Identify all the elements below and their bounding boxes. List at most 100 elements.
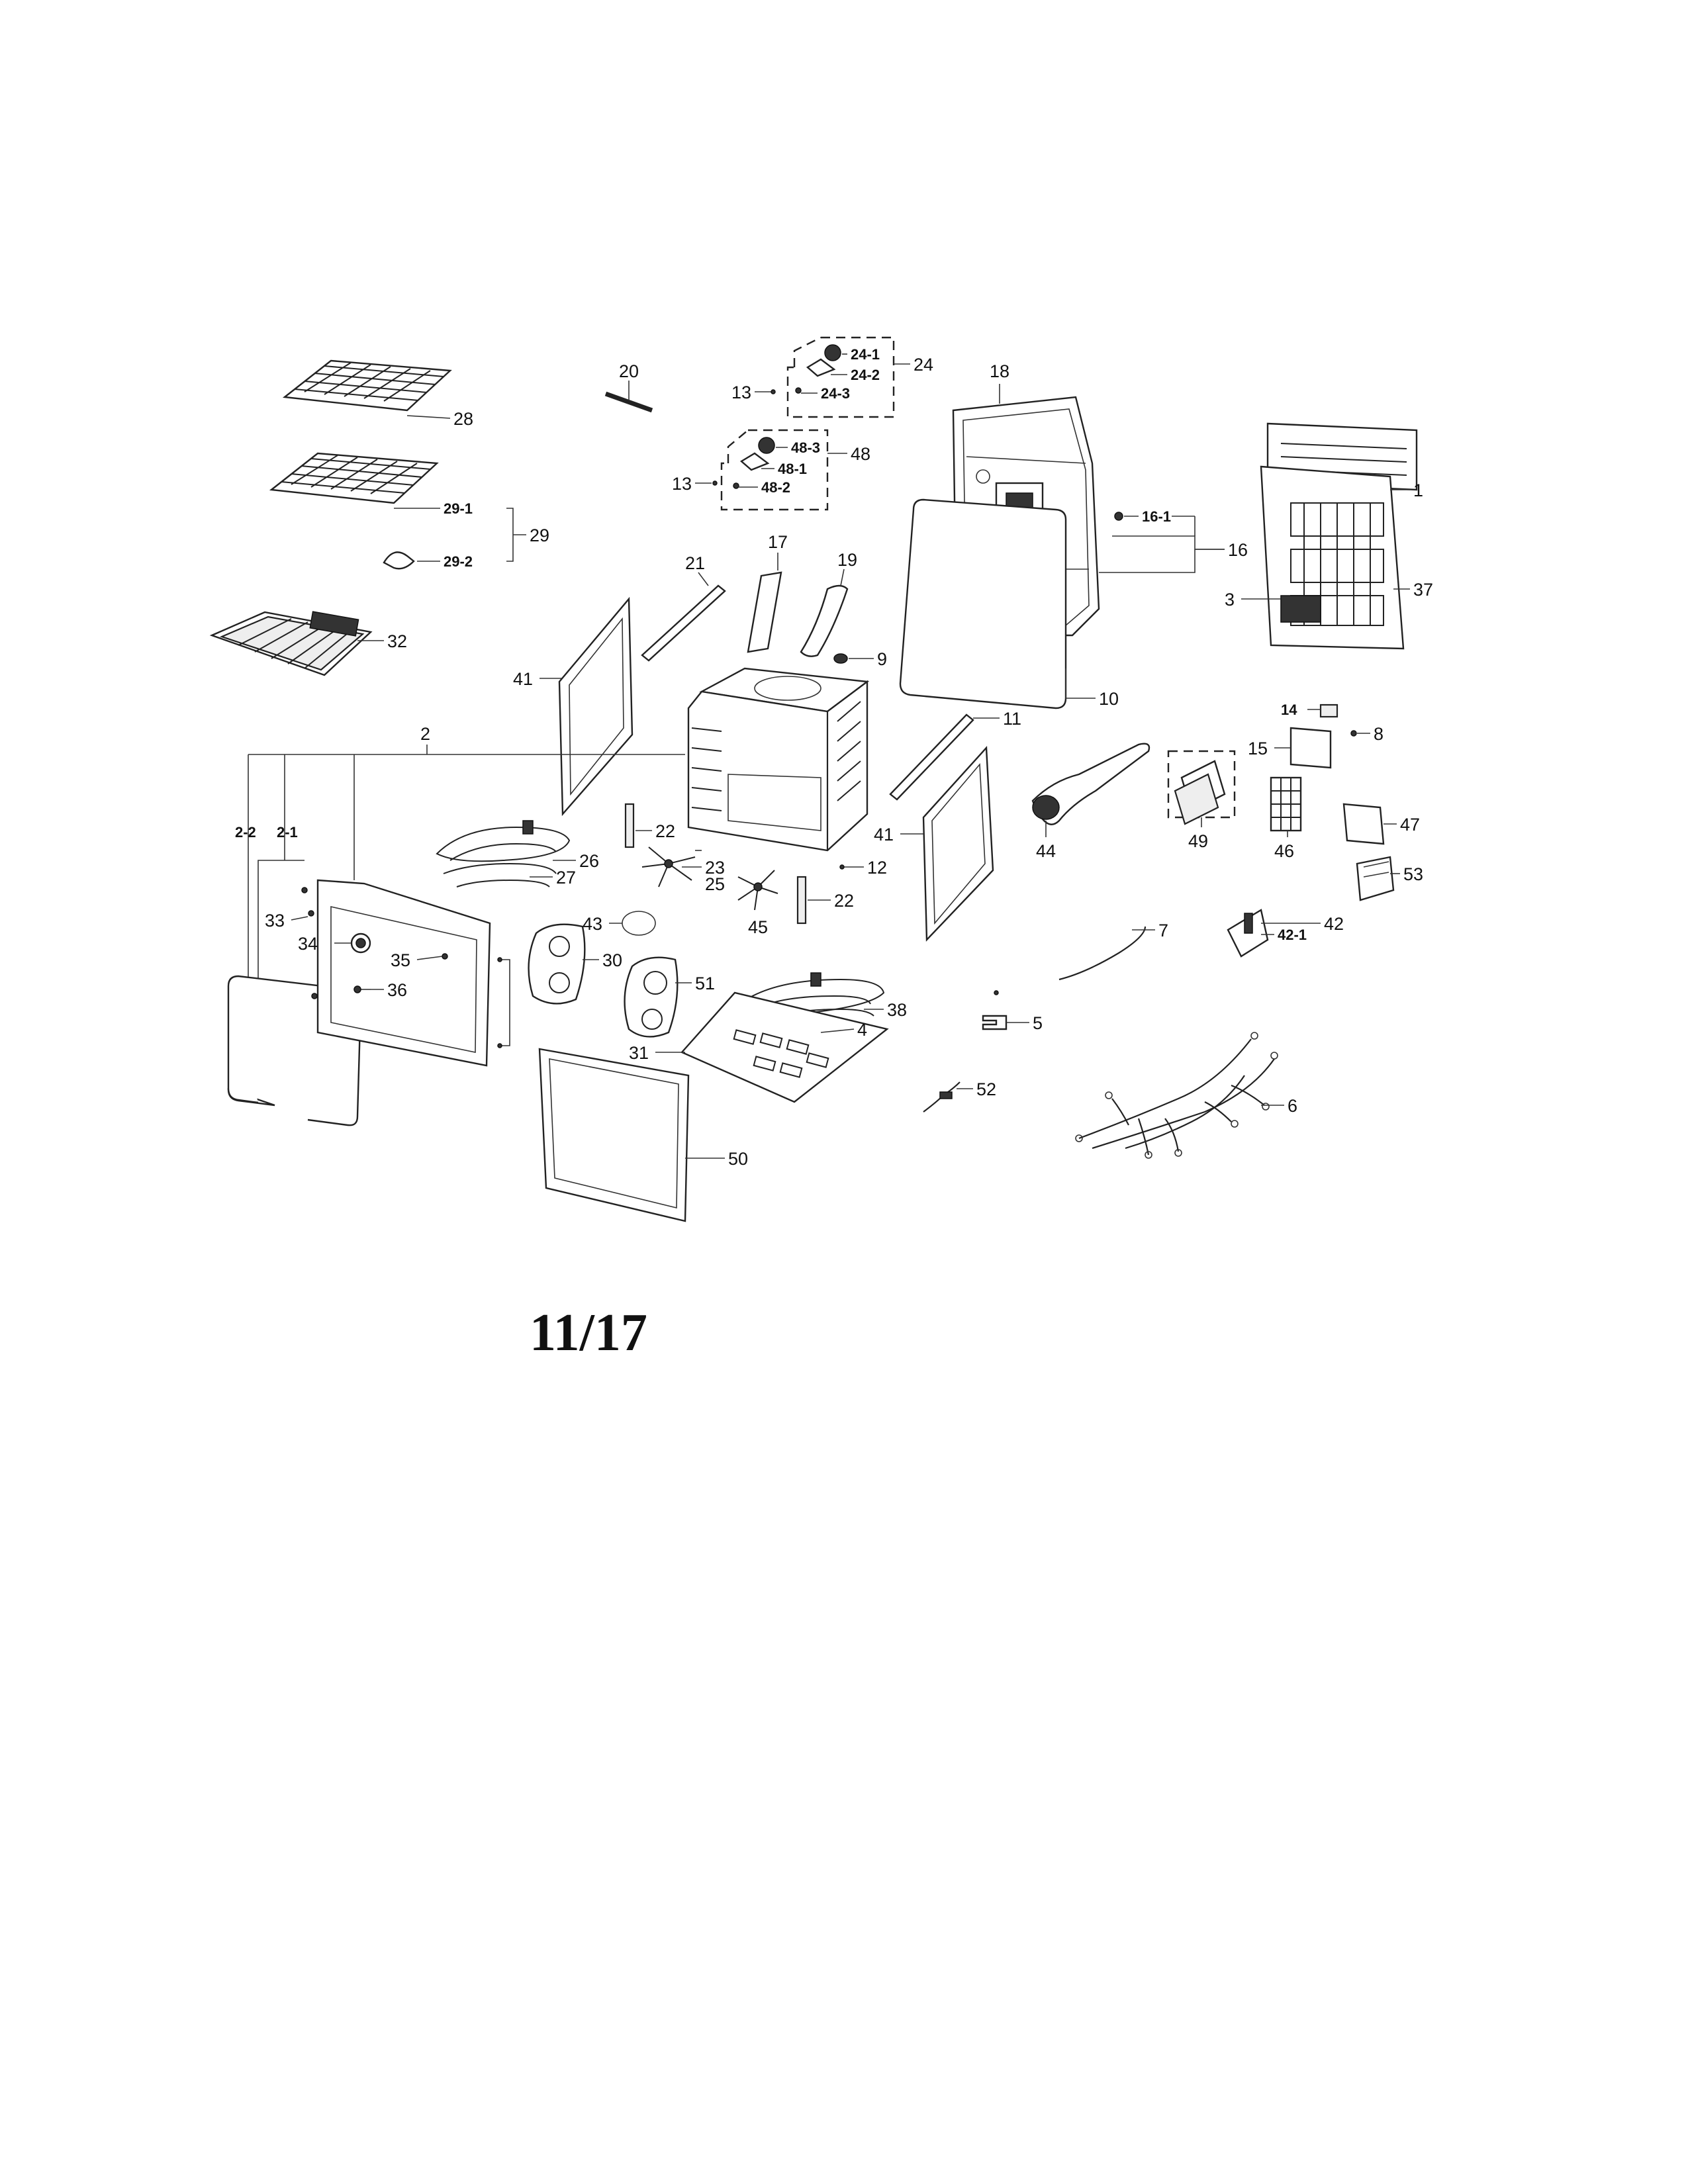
vent-duct-44 <box>1031 743 1150 837</box>
callout-53: 53 <box>1403 864 1423 884</box>
callout-48-3: 48-3 <box>791 439 820 456</box>
callout-49: 49 <box>1188 831 1208 851</box>
oven-floor-31 <box>680 991 889 1103</box>
callout-21: 21 <box>685 553 705 573</box>
oven-cavity <box>687 667 870 852</box>
callout-20: 20 <box>619 361 639 381</box>
bracket-16 <box>1099 512 1225 573</box>
callout-23: 23 <box>705 858 725 878</box>
filter-46 <box>1270 776 1302 837</box>
page-number: 11/17 <box>530 1304 647 1362</box>
callout-35: 35 <box>391 950 410 970</box>
callout-15: 15 <box>1248 739 1268 758</box>
screw-8 <box>1350 730 1370 737</box>
callout-24-3: 24-3 <box>821 385 850 402</box>
part-14 <box>1307 704 1338 718</box>
callout-31: 31 <box>629 1043 649 1063</box>
rod-20 <box>604 391 653 413</box>
callout-17: 17 <box>768 532 788 552</box>
callout-24-2: 24-2 <box>851 367 880 383</box>
callout-51: 51 <box>695 974 715 993</box>
back-panel-10 <box>899 498 1067 709</box>
callout-44: 44 <box>1036 841 1056 861</box>
convection-fan-23 <box>641 846 702 887</box>
shield-19 <box>800 569 849 657</box>
callout-5: 5 <box>1033 1013 1043 1033</box>
hinge-22-right <box>796 876 831 925</box>
fan-45 <box>737 870 778 911</box>
callout-41-left: 41 <box>513 669 533 689</box>
callout-48: 48 <box>851 444 870 464</box>
fan-cover-51 <box>624 956 679 1038</box>
filter-box-49 <box>1167 750 1236 827</box>
callout-14: 14 <box>1281 702 1297 718</box>
callout-19: 19 <box>837 550 857 570</box>
door-glass-50 <box>538 1048 690 1222</box>
callout-38: 38 <box>887 1000 907 1020</box>
callout-8: 8 <box>1374 724 1383 744</box>
callout-26: 26 <box>579 851 599 871</box>
callout-29: 29 <box>530 525 549 545</box>
callout-22-left: 22 <box>655 821 675 841</box>
broil-pan-32 <box>209 611 373 676</box>
fan-cover-30 <box>528 923 586 1005</box>
callout-13-upper: 13 <box>731 383 751 402</box>
callout-30: 30 <box>602 950 622 970</box>
cover-47 <box>1342 803 1397 845</box>
ring-9 <box>833 653 874 664</box>
callout-34: 34 <box>298 934 318 954</box>
callout-16-1: 16-1 <box>1142 508 1171 525</box>
callout-11: 11 <box>1003 709 1021 729</box>
callout-2-2: 2-2 <box>235 824 256 841</box>
callout-50: 50 <box>728 1149 748 1169</box>
callout-4: 4 <box>857 1020 867 1040</box>
callout-42: 42 <box>1324 914 1344 934</box>
callout-9: 9 <box>877 649 887 669</box>
callout-1: 1 <box>1413 480 1423 500</box>
callout-42-1: 42-1 <box>1278 927 1307 943</box>
callout-18: 18 <box>990 361 1009 381</box>
callout-22-right: 22 <box>834 891 854 911</box>
callout-29-1: 29-1 <box>444 500 473 517</box>
callout-25: 25 <box>705 874 725 894</box>
arrow-12 <box>839 864 864 870</box>
callout-41-right: 41 <box>874 825 894 844</box>
callout-12: 12 <box>867 858 887 878</box>
callout-6: 6 <box>1288 1096 1297 1116</box>
door-gasket-frame-41-left <box>558 596 633 817</box>
callout-52: 52 <box>976 1079 996 1099</box>
callout-29-2: 29-2 <box>444 553 473 570</box>
rack-slide-29-2 <box>383 551 415 570</box>
callout-45: 45 <box>748 917 768 937</box>
bracket-15 <box>1274 727 1332 769</box>
oven-rack-29-1 <box>269 452 439 504</box>
board-53 <box>1356 856 1400 901</box>
callout-10: 10 <box>1099 689 1119 709</box>
callout-46: 46 <box>1274 841 1294 861</box>
bake-element-26 <box>436 820 571 887</box>
rail-11 <box>889 713 1000 801</box>
callout-48-1: 48-1 <box>778 461 807 477</box>
callout-7: 7 <box>1158 921 1168 940</box>
assembly-box-24 <box>755 336 910 418</box>
door-gasket-frame-41-right <box>922 746 994 942</box>
gasket-ring-43 <box>609 911 656 936</box>
callout-3: 3 <box>1225 590 1235 610</box>
callout-16: 16 <box>1228 540 1248 560</box>
hinge-22-left <box>624 803 652 848</box>
callout-24: 24 <box>914 355 933 375</box>
assembly-box-48 <box>695 429 847 511</box>
callout-13-lower: 13 <box>672 474 692 494</box>
callout-43: 43 <box>583 914 602 934</box>
callout-47: 47 <box>1400 815 1420 835</box>
rail-21 <box>641 572 726 662</box>
callout-32: 32 <box>387 631 407 651</box>
back-cover-1 <box>1260 422 1418 650</box>
oven-rack-28 <box>282 359 452 412</box>
callout-labels: 28 29-1 29 29-2 32 20 24-1 24-2 24-3 24 … <box>235 346 1433 1169</box>
callout-2-1: 2-1 <box>277 824 298 841</box>
terminal-block-42 <box>1227 909 1321 958</box>
connector-5 <box>982 990 1029 1030</box>
callout-37: 37 <box>1413 580 1433 600</box>
